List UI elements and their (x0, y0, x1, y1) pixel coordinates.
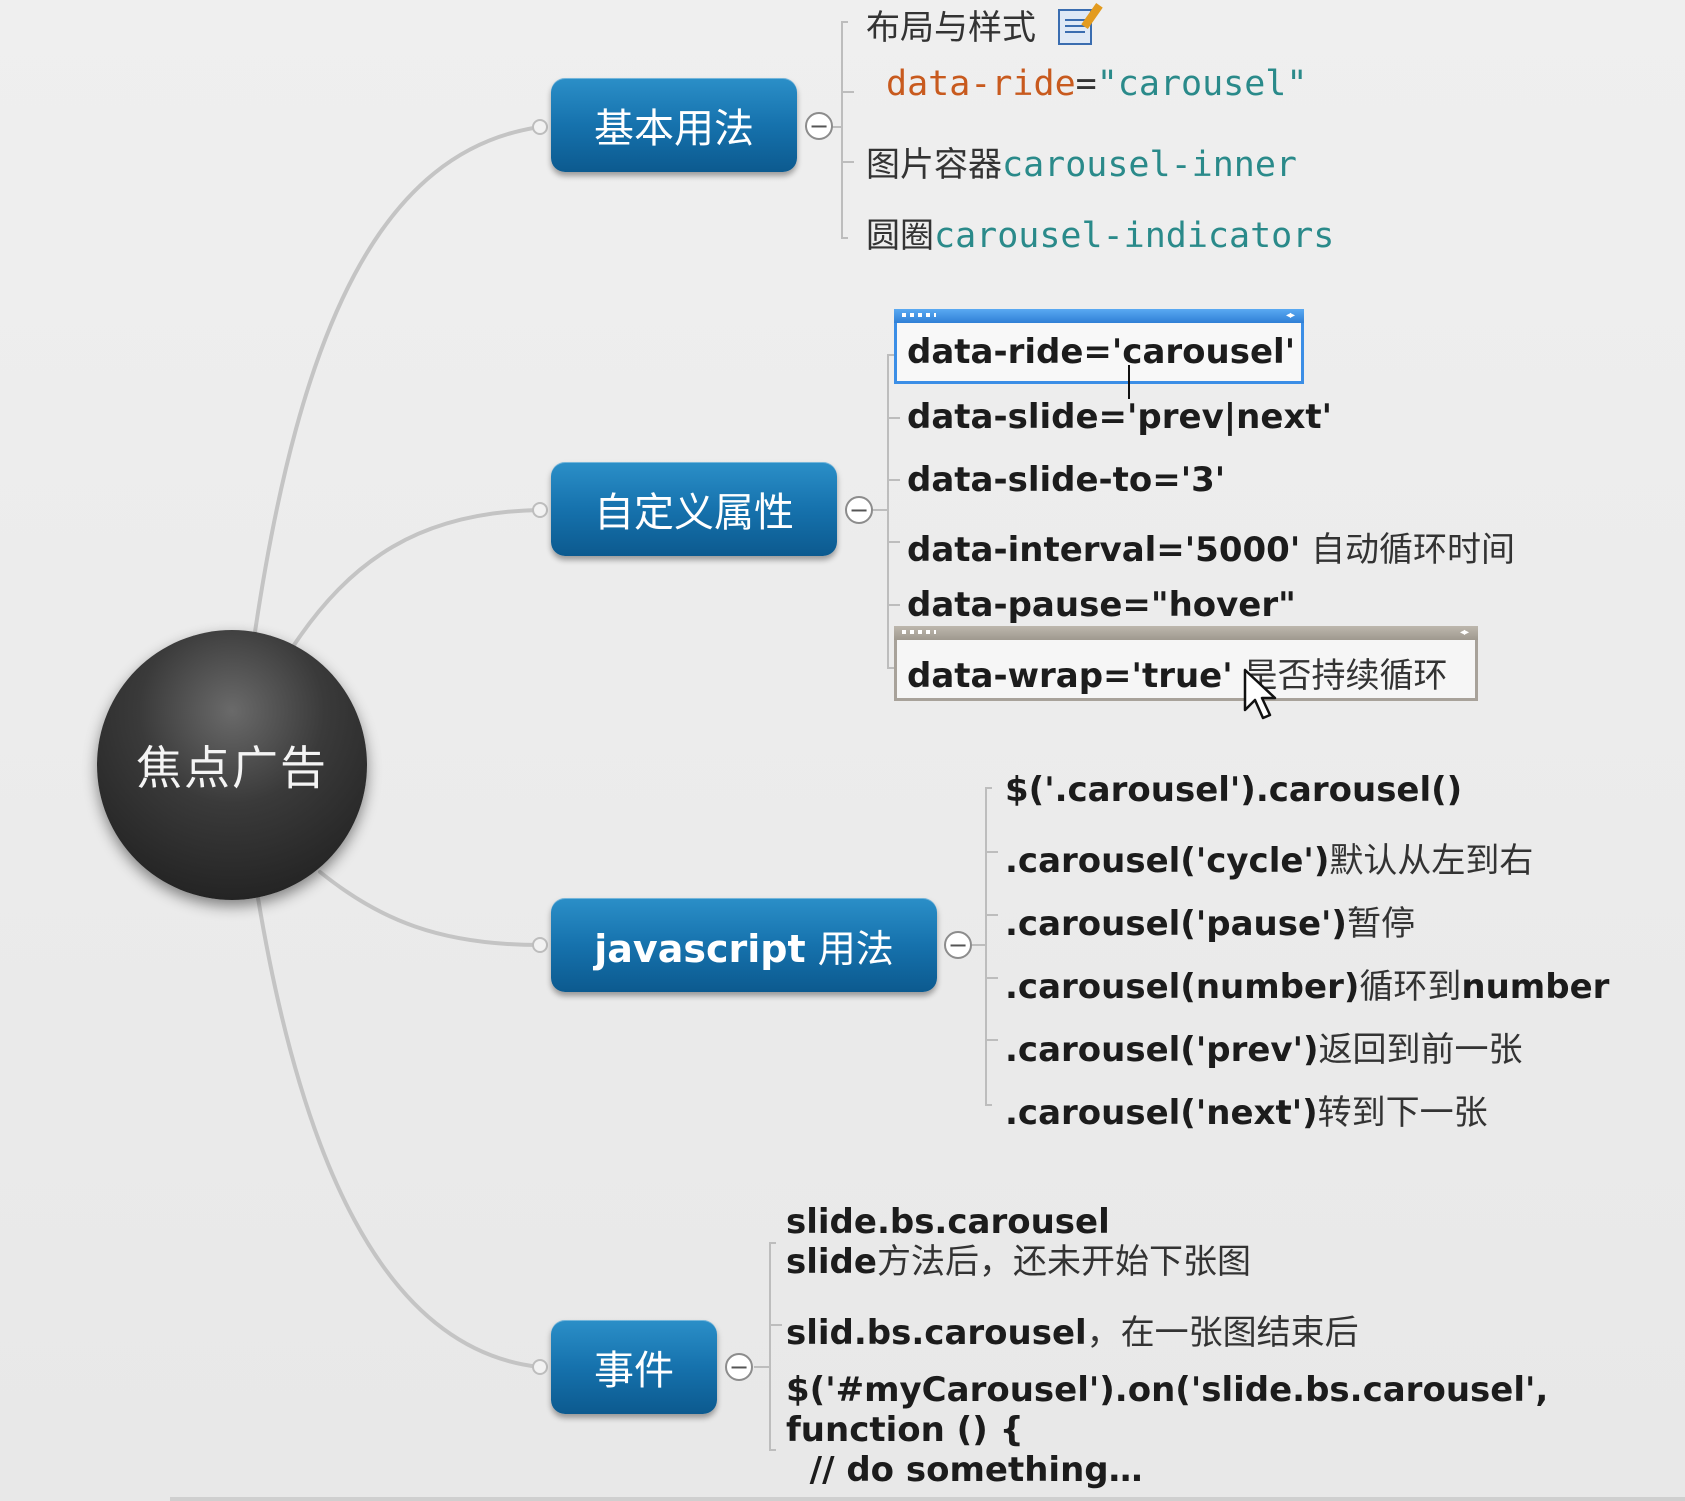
branch-custom-label: 自定义属性 (594, 490, 794, 536)
leaf-event-slid[interactable]: slid.bs.carousel，在一张图结束后 (786, 1313, 1359, 1353)
leaf-carousel-indicators[interactable]: 圆圈carousel-indicators (866, 216, 1335, 256)
leaf-js-next[interactable]: .carousel('next')转到下一张 (1005, 1093, 1488, 1133)
leaf-event-slide[interactable]: slide.bs.carousel slide方法后，还未开始下张图 (786, 1202, 1251, 1282)
collapse-events-icon[interactable]: − (725, 1353, 753, 1381)
hover-drag-grip-icon[interactable] (902, 630, 936, 634)
root-node[interactable]: 焦点广告 (97, 630, 367, 900)
bracket-js (985, 787, 992, 1106)
leaf-js-prev[interactable]: .carousel('prev')返回到前一张 (1005, 1030, 1523, 1070)
anchor-dot-events (532, 1359, 548, 1375)
branch-javascript-usage[interactable]: javascript 用法 (551, 898, 937, 992)
collapse-basic-icon[interactable]: − (805, 112, 833, 140)
connector-root-custom (290, 508, 542, 650)
leaf-data-ride-carousel[interactable]: data-ride="carousel" (886, 64, 1308, 104)
leaf-data-slide[interactable]: data-slide='prev|next' (907, 397, 1333, 437)
leaf-carousel-inner[interactable]: 图片容器carousel-inner (866, 145, 1298, 185)
hover-box-titlebar[interactable]: ◂▸ (894, 626, 1478, 640)
bracket-events (769, 1242, 776, 1451)
anchor-dot-basic (532, 119, 548, 135)
resize-arrows-icon[interactable]: ◂▸ (1285, 310, 1295, 321)
connector-root-basic (253, 125, 542, 634)
leaf-js-cycle[interactable]: .carousel('cycle')默认从左到右 (1005, 841, 1534, 881)
mouse-cursor-icon (1243, 668, 1277, 720)
bracket-basic (841, 21, 848, 239)
leaf-data-pause[interactable]: data-pause="hover" (907, 585, 1296, 625)
leaf-event-example[interactable]: $('#myCarousel').on('slide.bs.carousel',… (786, 1370, 1549, 1490)
branch-js-label: javascript 用法 (594, 926, 894, 971)
bracket-custom (887, 354, 894, 669)
anchor-dot-js (532, 937, 548, 953)
connector-root-js (318, 870, 542, 947)
bottom-divider (170, 1497, 1685, 1501)
leaf-layout-text: 布局与样式 (866, 8, 1036, 48)
leaf-js-init[interactable]: $('.carousel').carousel() (1005, 770, 1463, 810)
note-edit-icon[interactable] (1058, 9, 1092, 45)
anchor-dot-custom (532, 502, 548, 518)
branch-events[interactable]: 事件 (551, 1320, 717, 1414)
leaf-layout-style[interactable]: 布局与样式 (866, 0, 1092, 49)
collapse-custom-icon[interactable]: − (845, 496, 873, 524)
branch-events-label: 事件 (594, 1348, 674, 1394)
leaf-js-pause[interactable]: .carousel('pause')暂停 (1005, 904, 1415, 944)
edit-box-hover[interactable]: ◂▸ (894, 626, 1478, 701)
connector-root-events (256, 896, 542, 1369)
branch-basic-label: 基本用法 (594, 106, 754, 152)
root-label: 焦点广告 (136, 741, 328, 795)
edit-box-titlebar[interactable]: ◂▸ (894, 309, 1304, 323)
hover-resize-arrows-icon[interactable]: ◂▸ (1459, 627, 1469, 638)
edit-box-selected[interactable]: ◂▸ (894, 309, 1304, 384)
leaf-data-slide-to[interactable]: data-slide-to='3' (907, 460, 1226, 500)
leaf-js-number[interactable]: .carousel(number)循环到number (1005, 967, 1610, 1007)
text-caret (1128, 365, 1131, 399)
branch-basic-usage[interactable]: 基本用法 (551, 78, 797, 172)
collapse-js-icon[interactable]: − (944, 931, 972, 959)
drag-grip-icon[interactable] (902, 313, 936, 317)
branch-custom-attributes[interactable]: 自定义属性 (551, 462, 837, 556)
leaf-data-wrap[interactable]: data-wrap='true' 是否持续循环 (907, 656, 1448, 696)
leaf-data-interval[interactable]: data-interval='5000' 自动循环时间 (907, 530, 1516, 570)
